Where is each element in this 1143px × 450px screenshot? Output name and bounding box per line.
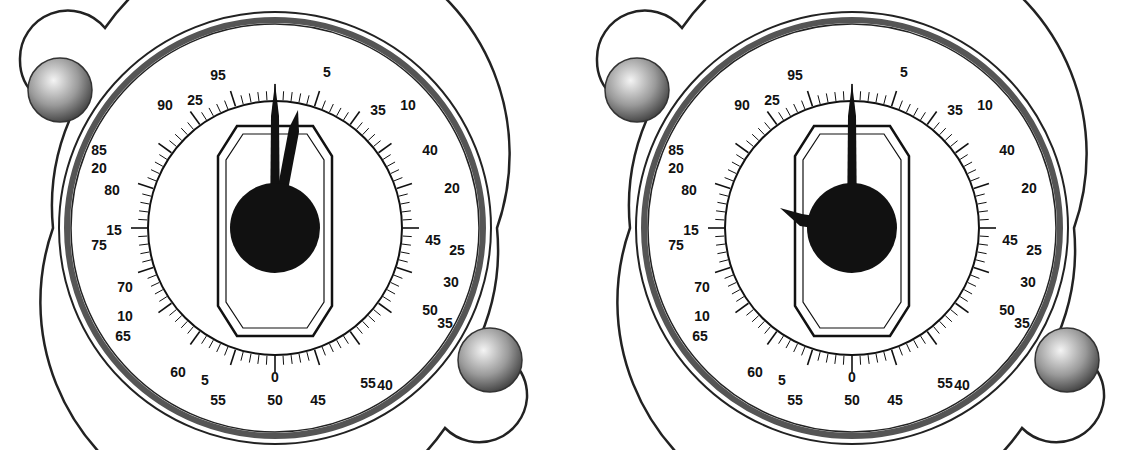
scale-number: 80: [681, 183, 697, 197]
scale-number: 20: [1021, 181, 1037, 195]
scale-number: 40: [422, 143, 438, 157]
scale-number: 90: [734, 98, 750, 112]
scale-number: 10: [977, 98, 993, 112]
scale-number: 55: [360, 376, 376, 390]
scale-number: 50: [422, 303, 438, 317]
scale-number: 40: [999, 143, 1015, 157]
scale-number: 25: [764, 93, 780, 107]
scale-number: 0: [271, 370, 279, 384]
scale-number: 40: [377, 378, 393, 392]
scale-number: 45: [310, 393, 326, 407]
scale-number: 10: [117, 309, 133, 323]
scale-number: 45: [887, 393, 903, 407]
scale-number: 95: [210, 68, 226, 82]
scale-number: 25: [1026, 243, 1042, 257]
scale-number: 40: [954, 378, 970, 392]
scale-number: 25: [449, 243, 465, 257]
scale-number: 5: [900, 65, 908, 79]
scale-number: 20: [444, 181, 460, 195]
scale-number: 35: [370, 103, 386, 117]
scale-number: 55: [787, 393, 803, 407]
scale-number: 35: [947, 103, 963, 117]
scale-number: 50: [267, 393, 283, 407]
scale-number: 45: [425, 233, 441, 247]
scale-number: 35: [1014, 316, 1030, 330]
scale-number: 70: [117, 280, 133, 294]
scale-number: 75: [668, 238, 684, 252]
scale-number: 70: [694, 280, 710, 294]
scale-number: 25: [187, 93, 203, 107]
scale-number: 10: [400, 98, 416, 112]
scale-number: 5: [778, 373, 786, 387]
scale-number: 75: [91, 238, 107, 252]
scale-number: 15: [683, 223, 699, 237]
scale-number: 30: [443, 275, 459, 289]
scale-number: 60: [747, 365, 763, 379]
scale-number: 0: [848, 370, 856, 384]
scale-number: 85: [91, 143, 107, 157]
scale-number: 10: [694, 309, 710, 323]
scale-number: 20: [668, 161, 684, 175]
scale-number: 60: [170, 365, 186, 379]
scale-number: 5: [323, 65, 331, 79]
scale-number: 50: [999, 303, 1015, 317]
scale-number: 95: [787, 68, 803, 82]
scale-number: 45: [1002, 233, 1018, 247]
scale-number: 50: [844, 393, 860, 407]
scale-number: 90: [157, 98, 173, 112]
scale-number: 55: [937, 376, 953, 390]
scale-number: 35: [437, 316, 453, 330]
scale-number: 20: [91, 161, 107, 175]
scale-number: 65: [692, 329, 708, 343]
scale-number: 5: [201, 373, 209, 387]
scale-number: 85: [668, 143, 684, 157]
scale-number: 80: [104, 183, 120, 197]
scale-number: 55: [210, 393, 226, 407]
scale-number: 65: [115, 329, 131, 343]
scale-number: 15: [106, 223, 122, 237]
scale-number: 30: [1020, 275, 1036, 289]
